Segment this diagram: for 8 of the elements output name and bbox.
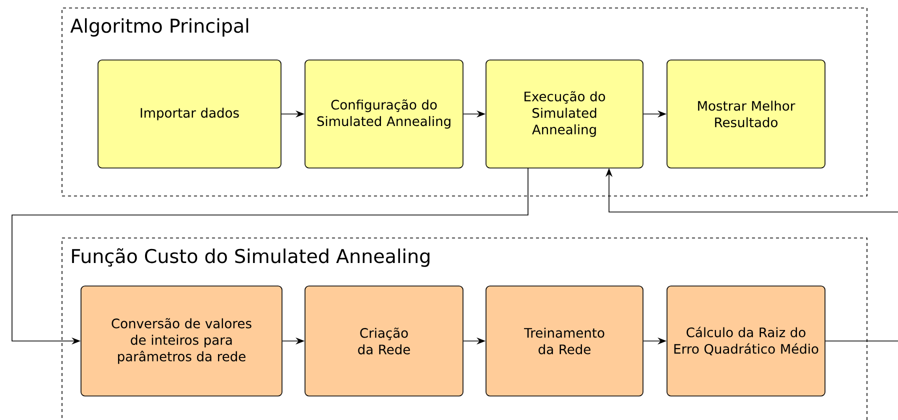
process-box: Criação da Rede <box>304 286 464 396</box>
process-box: Treinamento da Rede <box>486 286 644 396</box>
process-box: Mostrar Melhor Resultado <box>666 60 826 168</box>
process-box: Configuração do Simulated Annealing <box>304 60 464 168</box>
process-box: Cálculo da Raiz do Erro Quadrático Médio <box>666 286 826 396</box>
process-box: Conversão de valores de inteiros para parâmetros da rede <box>80 286 282 396</box>
process-box: Importar dados <box>98 60 282 168</box>
process-box: Execução do Simulated Annealing <box>486 60 644 168</box>
